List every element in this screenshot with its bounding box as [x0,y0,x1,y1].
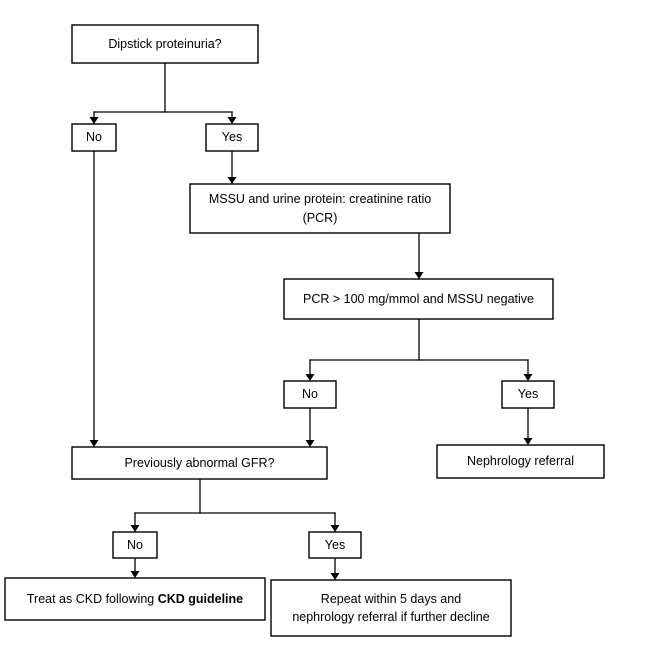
arrow-head-pcr-no-to-gfr [305,440,315,447]
arrow-head-gfr-no-to-treat [130,571,140,578]
arrow-head-mssu-to-pcr [414,272,424,279]
node-box-gfr-yes[interactable] [308,531,362,559]
node-box-pcr-no[interactable] [283,380,337,409]
arrow-head-pcr-yes-to-neph [523,438,533,445]
node-box-treat-ckd[interactable] [4,577,266,621]
arrow-head-dip-no-to-gfr [89,440,99,447]
arrow-head-yes-to-mssu [227,177,237,184]
node-box-dipstick[interactable] [71,24,259,64]
node-box-gfr-no[interactable] [112,531,158,559]
node-box-pcr-yes[interactable] [501,380,555,409]
arrow-head-split-3-to-no [130,525,140,532]
node-box-repeat-5-days[interactable] [270,579,512,637]
node-box-dipstick-yes[interactable] [205,123,259,152]
node-box-pcr-threshold[interactable] [283,278,554,320]
arrow-head-split-2-to-no [305,374,315,381]
node-box-gfr[interactable] [71,446,328,480]
arrow-head-split-1-to-no [89,117,99,124]
arrow-head-gfr-yes-to-repeat [330,573,340,580]
arrow-head-split-2-to-yes [523,374,533,381]
arrow-head-split-1-to-yes [227,117,237,124]
node-box-nephrology-referral[interactable] [436,444,605,479]
node-box-mssu-pcr[interactable] [189,183,451,234]
arrow-head-split-3-to-yes [330,525,340,532]
node-box-dipstick-no[interactable] [71,123,117,152]
